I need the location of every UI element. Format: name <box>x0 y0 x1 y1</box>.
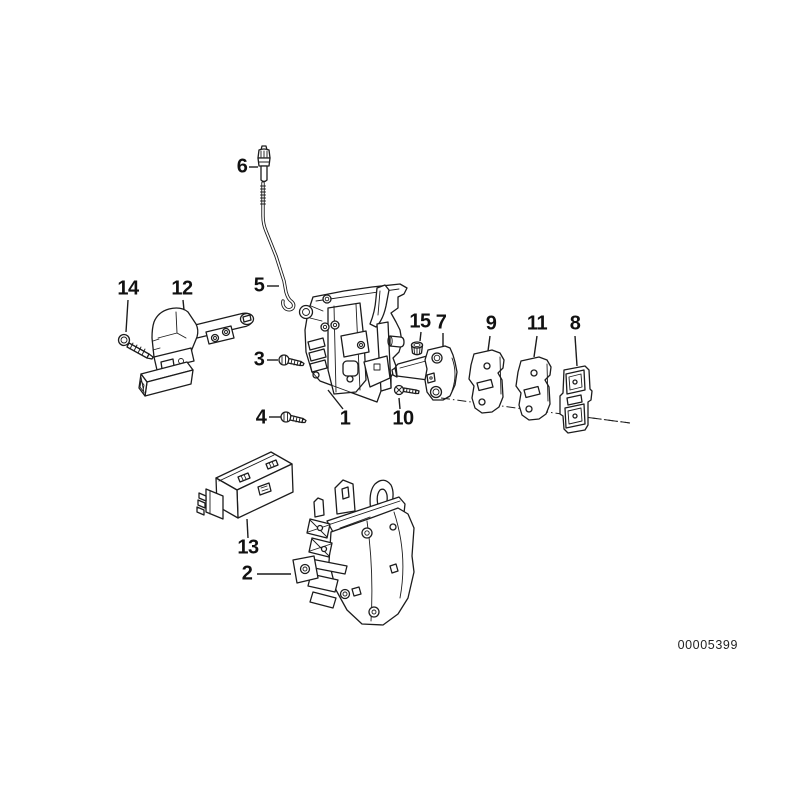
callout-label-9[interactable]: 9 <box>485 312 497 335</box>
part-1-front-door-lock <box>298 283 408 403</box>
part-9-gasket <box>468 349 505 414</box>
leader-line-14 <box>125 299 129 333</box>
callout-label-7[interactable]: 7 <box>435 311 447 334</box>
part-5-rod <box>260 181 296 312</box>
callout-label-6[interactable]: 6 <box>236 155 248 178</box>
part-7-striker <box>391 345 458 401</box>
part-14-screw <box>117 333 154 360</box>
callout-label-11[interactable]: 11 <box>526 312 548 335</box>
callout-label-4[interactable]: 4 <box>255 406 267 429</box>
centerline-tail <box>591 417 631 424</box>
leader-line-11 <box>533 335 538 358</box>
part-11-gasket <box>515 356 552 421</box>
leader-line-1 <box>327 389 344 410</box>
leader-line-12 <box>182 299 185 311</box>
callout-label-5[interactable]: 5 <box>253 274 265 297</box>
part-4-screw <box>280 411 307 424</box>
doc-number: 00005399 <box>677 638 738 652</box>
callout-label-12[interactable]: 12 <box>171 277 193 300</box>
part-10-screw <box>393 384 420 396</box>
leader-line-10 <box>398 397 401 410</box>
part-8-backplate <box>559 365 593 434</box>
part-2-rear-door-lock <box>292 479 415 626</box>
callout-label-14[interactable]: 14 <box>117 277 139 300</box>
part-6-lock-knob <box>257 145 271 183</box>
callout-label-1[interactable]: 1 <box>339 407 351 430</box>
leader-line-9 <box>487 335 491 352</box>
callout-label-8[interactable]: 8 <box>569 312 581 335</box>
callout-label-13[interactable]: 13 <box>237 536 259 559</box>
callout-label-15[interactable]: 15 <box>409 310 431 333</box>
part-15-grommet <box>410 341 424 356</box>
part-12-actuator <box>138 307 255 397</box>
part-3-screw <box>278 354 305 367</box>
leader-line-8 <box>574 335 578 367</box>
callout-label-10[interactable]: 10 <box>392 407 414 430</box>
leader-line-13 <box>246 518 249 539</box>
callout-leader-lines <box>125 166 578 575</box>
leader-line-15 <box>419 331 422 342</box>
callout-label-3[interactable]: 3 <box>253 348 265 371</box>
part-13-control-module <box>196 451 294 520</box>
callout-label-2[interactable]: 2 <box>241 562 253 585</box>
